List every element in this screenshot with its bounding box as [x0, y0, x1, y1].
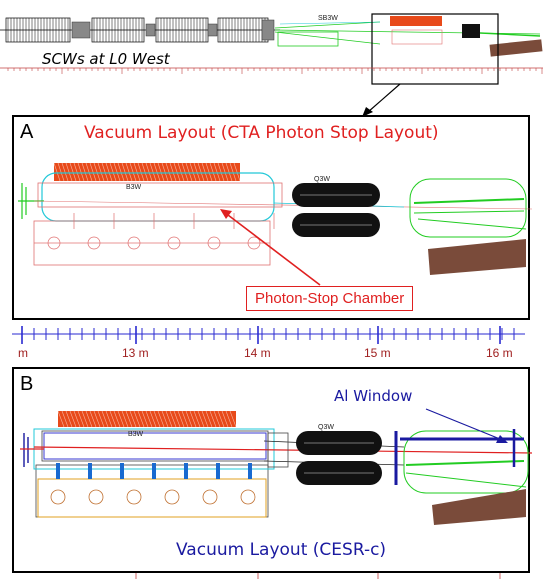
panel-a-quadrupole: [292, 183, 380, 237]
panel-a-title: Vacuum Layout (CTA Photon Stop Layout): [84, 123, 439, 143]
panel-a-brown-slab: [428, 239, 526, 275]
top-strip: SB3W SCWs at L0 West: [0, 0, 543, 117]
distance-ruler: m 13 m 14 m 15 m 16 m: [0, 326, 543, 362]
panel-b-quad-label: Q3W: [318, 424, 334, 431]
top-strip-drawing: SB3W: [0, 13, 543, 117]
zoom-arrow: [367, 83, 401, 113]
panel-b-letter: B: [20, 373, 34, 395]
panel-a-dipole-coil: [54, 163, 240, 181]
panel-a-letter: A: [20, 121, 34, 143]
ruler-tick-label: 14 m: [244, 346, 271, 360]
scw-caption: SCWs at L0 West: [42, 50, 170, 68]
panel-b-title: Vacuum Layout (CESR-c): [176, 540, 387, 560]
panel-a-magnet-label: B3W: [126, 184, 142, 191]
panel-b-drawing: B3W Q3W: [20, 408, 533, 525]
top-element-label: SB3W: [318, 15, 338, 22]
panel-b-magnet-label: B3W: [128, 431, 144, 438]
zoom-inset-box: [371, 13, 499, 85]
ruler-drawing: [12, 326, 525, 344]
panel-a-drawing: B3W Q3W: [18, 162, 533, 286]
panel-b-brown-slab: [432, 489, 526, 525]
panel-b-green-chamber: [394, 429, 529, 494]
ruler-tick-label: m: [18, 346, 28, 360]
ruler-tick-label: 16 m: [486, 346, 513, 360]
panel-a: A Vacuum Layout (CTA Photon Stop Layout)…: [12, 115, 533, 320]
ruler-tick-label: 13 m: [122, 346, 149, 360]
panel-a-quad-label: Q3W: [314, 176, 330, 183]
ruler-tick-label: 15 m: [364, 346, 391, 360]
panel-a-green-chamber: [409, 178, 527, 238]
photon-stop-callout: Photon-Stop Chamber: [246, 286, 414, 311]
bottom-ticks: [135, 573, 501, 579]
panel-b-quadrupole: [296, 431, 382, 485]
al-window-label: Al Window: [334, 387, 413, 405]
panel-b: B Vacuum Layout (CESR-c) Al Window B3W: [12, 367, 533, 573]
